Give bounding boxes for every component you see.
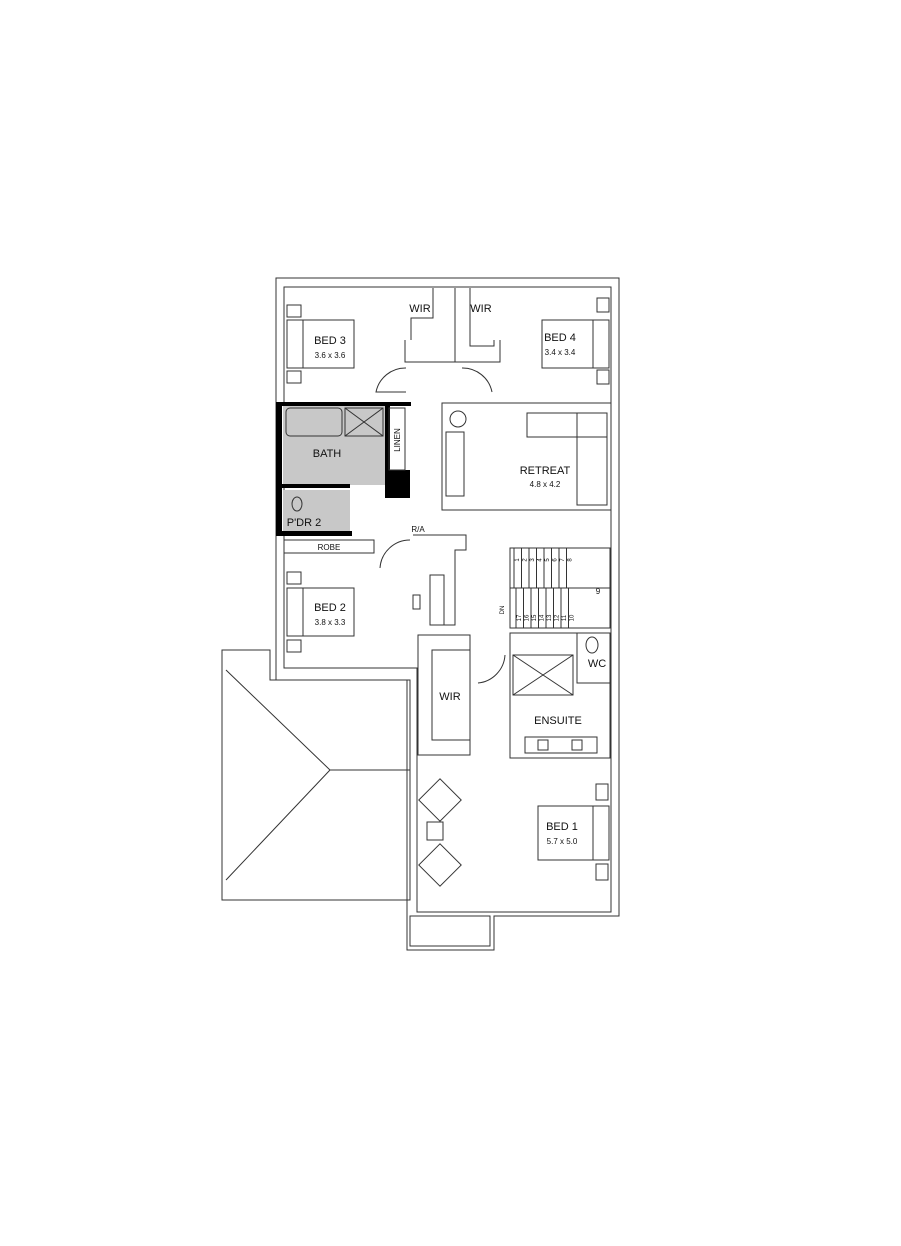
bath-label: BATH xyxy=(313,448,342,460)
linen-label: LINEN xyxy=(393,428,402,452)
stair-number: 5 xyxy=(545,558,551,562)
retreat-size: 4.8 x 4.2 xyxy=(530,480,561,489)
bed1-furniture xyxy=(418,778,610,887)
stair-number: 11 xyxy=(562,614,568,621)
stair-number: 6 xyxy=(553,558,559,562)
exterior-walls xyxy=(275,277,620,951)
stair-down-label: DN xyxy=(500,606,506,615)
robe-label: ROBE xyxy=(318,543,341,552)
stair-number: 15 xyxy=(532,614,538,621)
stair-number: 8 xyxy=(568,558,574,562)
stair-landing-number: 9 xyxy=(596,587,601,596)
bath-floor xyxy=(283,405,385,485)
stair-number: 17 xyxy=(517,614,523,621)
stair-number: 10 xyxy=(570,614,576,621)
stair-treads xyxy=(513,548,569,628)
pdr2-label: P'DR 2 xyxy=(287,517,322,529)
stair-number: 3 xyxy=(530,558,536,562)
bed1-size: 5.7 x 5.0 xyxy=(547,837,578,846)
ensuite-fixtures xyxy=(509,632,611,759)
bed4-label: BED 4 xyxy=(544,332,576,344)
staircase xyxy=(509,547,611,629)
ensuite-label: ENSUITE xyxy=(534,715,582,727)
bed2-furniture xyxy=(286,571,355,653)
stair-number: 7 xyxy=(560,558,566,562)
stair-number: 16 xyxy=(525,614,531,621)
bed3-furniture xyxy=(286,304,355,384)
stair-number: 14 xyxy=(540,614,546,621)
wc-label: WC xyxy=(588,658,606,670)
stair-number: 2 xyxy=(523,558,529,562)
stair-number: 4 xyxy=(538,558,544,562)
ra-label: R/A xyxy=(411,525,425,534)
wir-master-label: WIR xyxy=(439,691,460,703)
bed3-size: 3.6 x 3.6 xyxy=(315,351,346,360)
bed1-label: BED 1 xyxy=(546,821,578,833)
bed2-size: 3.8 x 3.3 xyxy=(315,618,346,627)
stair-number: 1 xyxy=(515,558,521,562)
bed3-label: BED 3 xyxy=(314,335,346,347)
sofa xyxy=(526,412,608,506)
retreat-label: RETREAT xyxy=(520,465,571,477)
stair-number: 13 xyxy=(547,614,553,621)
wir-right-label: WIR xyxy=(470,303,491,315)
pdr2-floor xyxy=(283,490,350,532)
wir-left-label: WIR xyxy=(409,303,430,315)
stair-number: 12 xyxy=(555,614,561,621)
bed4-size: 3.4 x 3.4 xyxy=(545,348,576,357)
roof-outline xyxy=(221,649,411,901)
bed4-furniture xyxy=(541,297,610,385)
bed2-label: BED 2 xyxy=(314,602,346,614)
wet-walls xyxy=(276,402,411,536)
